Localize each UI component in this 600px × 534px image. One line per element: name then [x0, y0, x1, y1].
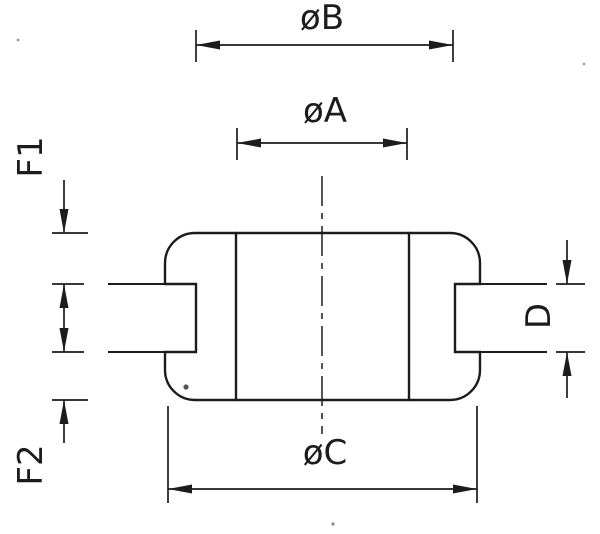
arrowhead-right-icon [383, 138, 407, 148]
arrowhead-down-icon [59, 209, 69, 233]
dimension-dia-c: øC [167, 406, 478, 503]
arrowhead-right-icon [429, 40, 453, 50]
arrowhead-down-icon [562, 260, 572, 284]
dimension-d: D [519, 240, 585, 398]
grommet-body [163, 231, 482, 402]
label-f2: F2 [11, 444, 51, 485]
label-dia-a: øA [303, 91, 347, 131]
label-d: D [519, 303, 559, 329]
arrowhead-up-icon [562, 352, 572, 376]
arrowhead-up-icon [59, 284, 69, 308]
dimension-f2: F2 [11, 328, 88, 486]
arrowhead-left-icon [168, 484, 192, 494]
arrowhead-up-icon [59, 400, 69, 424]
label-f1: F1 [11, 136, 51, 177]
arrowhead-down-icon [59, 328, 69, 352]
dimension-dia-a: øA [236, 91, 408, 160]
dimension-dia-b: øB [195, 0, 454, 62]
dimension-f1: F1 [11, 136, 88, 352]
label-dia-b: øB [300, 0, 344, 38]
arrowhead-left-icon [237, 138, 261, 148]
grommet-outline [163, 231, 482, 402]
speck-top-left [16, 38, 20, 42]
label-dia-c: øC [303, 433, 348, 473]
speck-flange [183, 384, 189, 390]
arrowhead-left-icon [196, 40, 220, 50]
speck-bottom [331, 522, 335, 526]
speck-right-edge [582, 62, 586, 66]
scan-artifacts [16, 38, 586, 526]
arrowhead-right-icon [453, 484, 477, 494]
panel-reference-lines [108, 283, 547, 353]
